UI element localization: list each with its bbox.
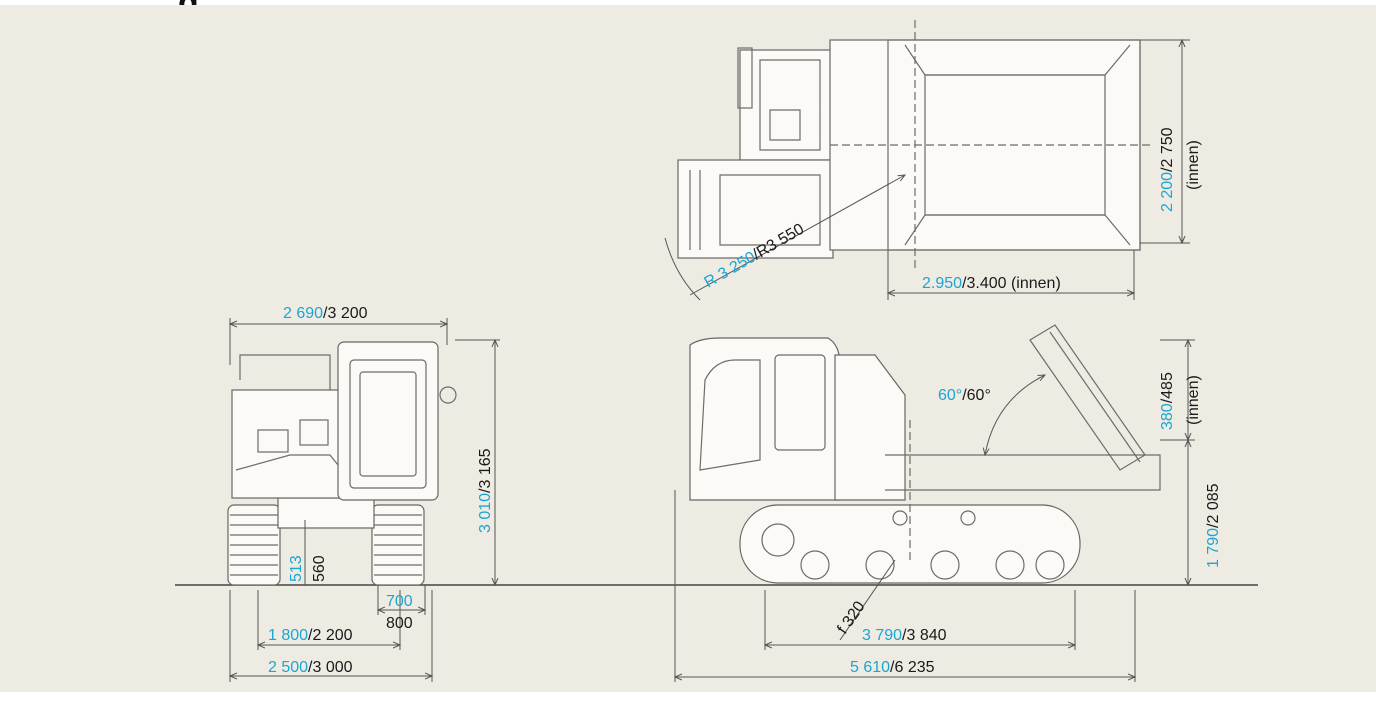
dim-tip-angle: 60°/60° (938, 387, 991, 404)
right-track (371, 504, 425, 586)
dim-bed-width-note: (innen) (1185, 140, 1202, 190)
side-view-dims (675, 340, 1195, 682)
dim-overall-width: 2 500/3 000 (268, 659, 353, 676)
rear-view-dims (230, 318, 500, 682)
dim-side-height: 3 010/3 165 (477, 448, 494, 533)
left-track (227, 504, 281, 586)
dim-track-shoe-black: 800 (386, 615, 413, 632)
dim-track-shoe-blue: 700 (386, 593, 413, 610)
dim-load-height: 1 790/2 085 (1205, 483, 1222, 568)
dim-bed-depth: 380/485 (1159, 372, 1176, 430)
dim-bed-width: 2 200/2 750 (1159, 127, 1176, 212)
side-view-drawing (689, 324, 1161, 584)
dimension-drawing: 2 690/3 200 3 010/3 165 513 560 700 800 … (175, 20, 1258, 682)
top-view-dims (664, 40, 1190, 301)
dim-bed-length: 2.950/3.400 (innen) (922, 275, 1061, 292)
rear-view-drawing (227, 341, 457, 586)
dim-overall-length: 5 610/6 235 (850, 659, 935, 676)
dim-bed-depth-note: (innen) (1185, 375, 1202, 425)
dim-track-gauge: 1 800/2 200 (268, 627, 353, 644)
dim-ground-clear-blue: 513 (288, 555, 305, 582)
drawing-panel: 2 690/3 200 3 010/3 165 513 560 700 800 … (0, 5, 1376, 692)
top-view-drawing (677, 20, 1150, 270)
dim-ground-clear-black: 560 (311, 555, 328, 582)
dim-side-width: 2 690/3 200 (283, 305, 368, 322)
dim-track-length: 3 790/3 840 (862, 627, 947, 644)
